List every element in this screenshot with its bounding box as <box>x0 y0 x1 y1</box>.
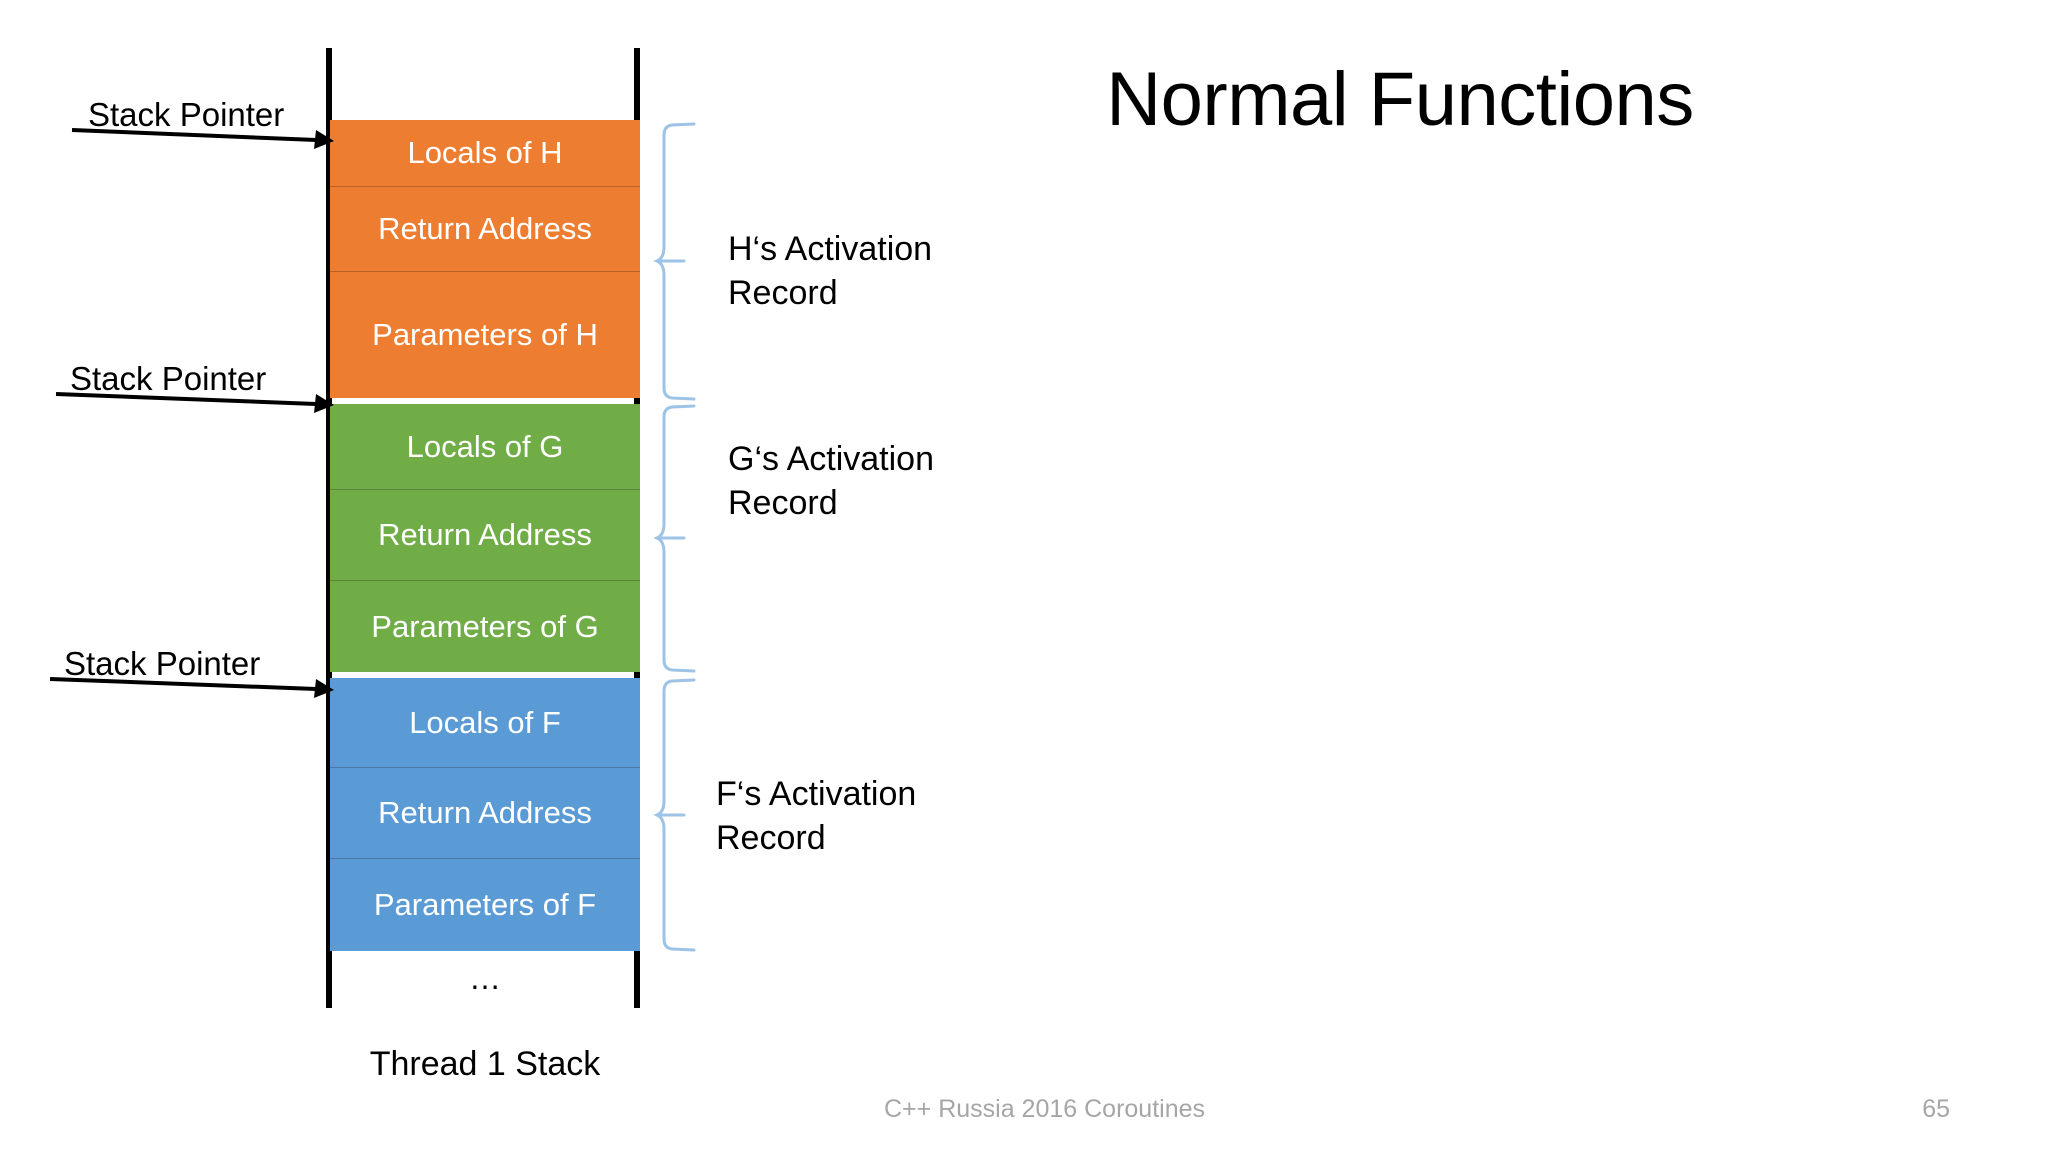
activation-record-line2: Record <box>728 273 838 312</box>
stack-pointer-arrow-icon <box>49 677 334 698</box>
activation-record-brace-g <box>653 404 696 673</box>
page-title: Normal Functions <box>1106 57 1694 142</box>
stack-cell-label: Locals of F <box>409 704 561 740</box>
activation-record-label-h: H‘s Activation Record <box>728 228 1018 315</box>
activation-record-brace-h <box>653 122 696 401</box>
activation-record-line1: H‘s Activation <box>728 230 933 268</box>
stack-cell-label: Locals of G <box>406 428 564 464</box>
stack-pointer-label: Stack Pointer <box>64 645 261 682</box>
stack-cell-label: Locals of H <box>407 135 563 170</box>
stack-cell-label: Parameters of G <box>371 608 599 644</box>
activation-record-line1: F‘s Activation <box>716 775 917 813</box>
stack-cell-label: Parameters of F <box>373 887 597 922</box>
activation-record-brace-f <box>653 678 696 952</box>
stack-cell-locals-of-h: Locals of H <box>330 120 640 187</box>
activation-record-label-g: G‘s Activation Record <box>728 438 1018 525</box>
activation-record-line2: Record <box>728 483 838 522</box>
stack-cell-label: Return Address <box>378 211 592 246</box>
stack-cell-label: Parameters of H <box>372 317 598 352</box>
stack-cell-return-address-g: Return Address <box>330 490 640 581</box>
stack-cell-parameters-of-h: Parameters of H <box>330 272 640 398</box>
stack-cell-locals-of-f: Locals of F <box>330 678 640 768</box>
stack-cell-locals-of-g: Locals of G <box>330 404 640 490</box>
stack-left-wall <box>326 48 332 1008</box>
stack-ellipsis: … <box>469 960 501 996</box>
stack-cell-label: Return Address <box>378 795 592 830</box>
stack-cell-parameters-of-f: Parameters of F <box>330 859 640 951</box>
footer-page-number: 65 <box>1922 1095 1950 1123</box>
stack-pointer-arrow-icon <box>71 128 334 149</box>
stack-cell-return-address-h: Return Address <box>330 187 640 272</box>
activation-record-label-f: F‘s Activation Record <box>716 773 1006 860</box>
activation-record-line1: G‘s Activation <box>728 440 934 478</box>
stack-pointer-label: Stack Pointer <box>88 96 285 133</box>
stack-cell-return-address-f: Return Address <box>330 768 640 859</box>
stack-pointer-arrow-icon <box>55 392 334 413</box>
stack-caption: Thread 1 Stack <box>369 1045 601 1083</box>
activation-record-line2: Record <box>716 818 826 857</box>
stack-cell-label: Return Address <box>378 517 592 552</box>
footer-note: C++ Russia 2016 Coroutines <box>884 1095 1206 1123</box>
stack-pointer-label: Stack Pointer <box>70 360 267 397</box>
stack-cell-parameters-of-g: Parameters of G <box>330 581 640 672</box>
